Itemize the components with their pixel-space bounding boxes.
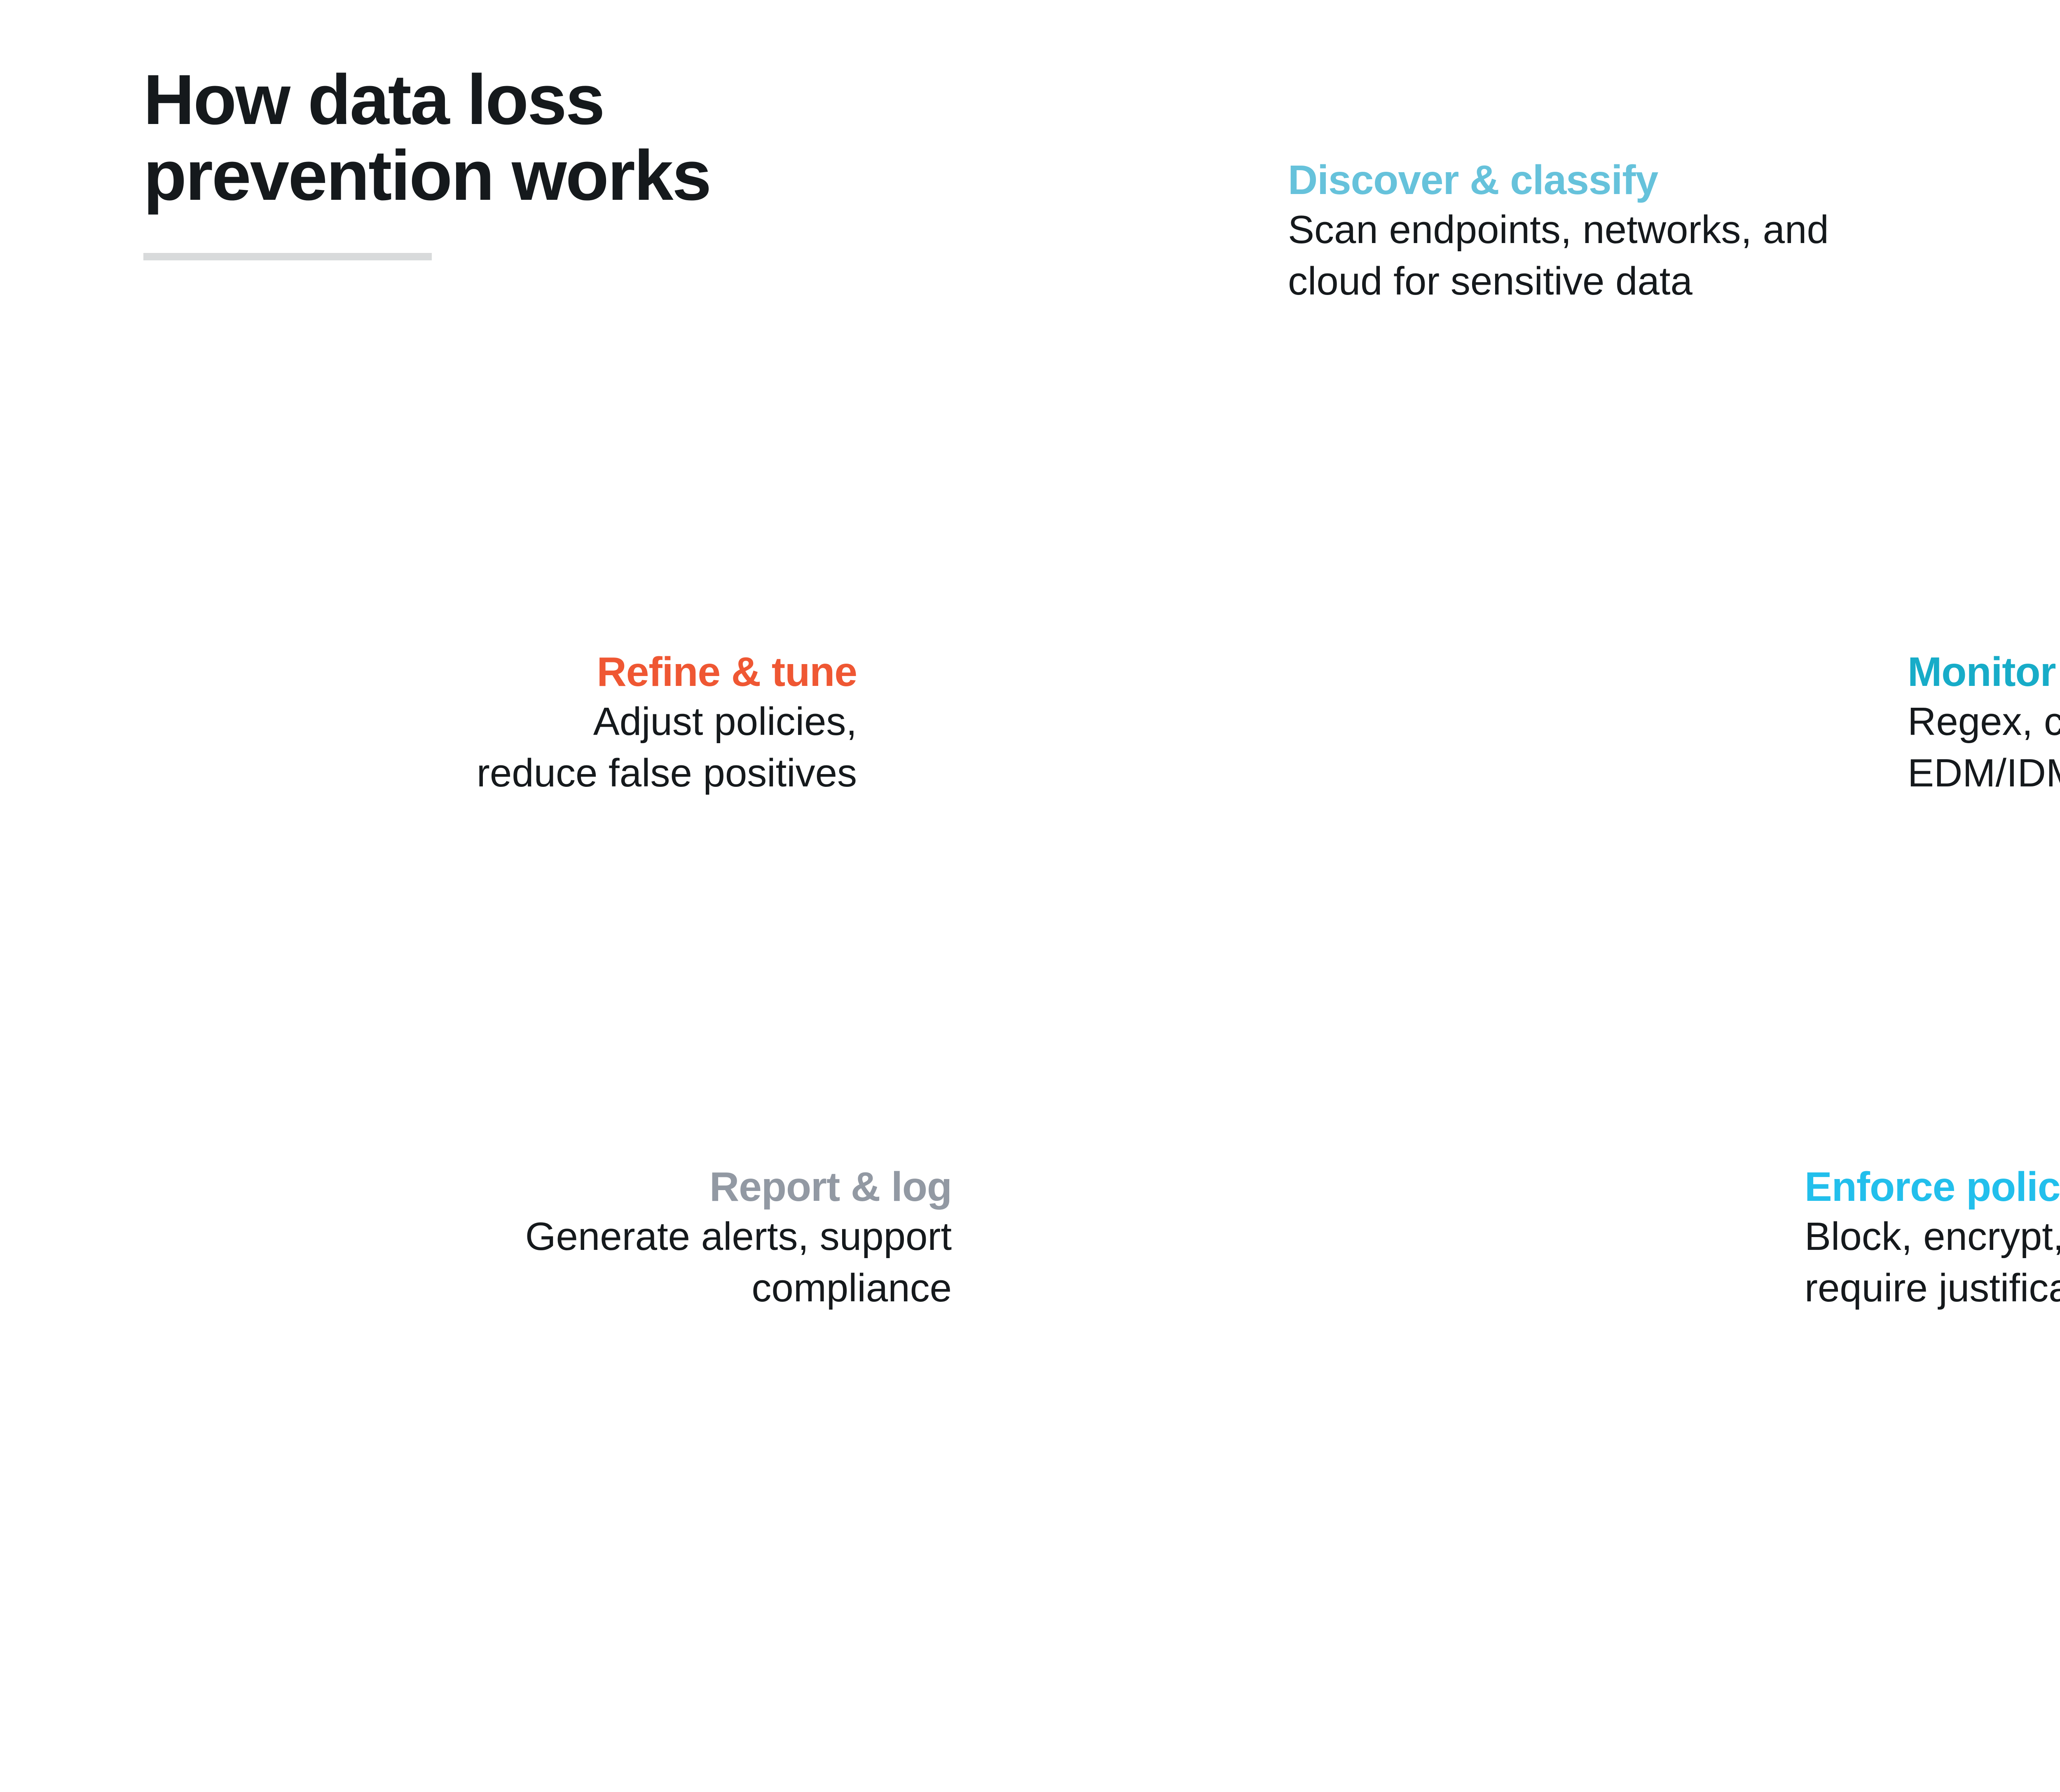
title-divider-rule <box>143 253 432 261</box>
callout-enforce-policy: Enforce policy Block, encrypt, quarantin… <box>1805 1163 2060 1314</box>
infographic-canvas: How data loss prevention works Discover … <box>143 60 2060 1361</box>
gear-segment-enforce[interactable] <box>1735 1011 1837 1048</box>
callout-body-enforce: Block, encrypt, quarantine, require just… <box>1805 1211 2060 1314</box>
callout-body-line: Block, encrypt, quarantine, <box>1805 1214 2060 1259</box>
callout-body-discover: Scan endpoints, networks, and cloud for … <box>1288 204 2060 307</box>
callout-heading-monitor: Monitor & inspect <box>1908 649 2060 695</box>
callout-body-monitor: Regex, checksums, EDM/IDM, OCR, ML <box>1908 696 2060 799</box>
page-title-line-2: prevention works <box>143 136 712 215</box>
callout-monitor-inspect: Monitor & inspect Regex, checksums, EDM/… <box>1908 648 2060 799</box>
title-block: How data loss prevention works <box>143 60 967 261</box>
gear-segment-refine[interactable] <box>934 986 1039 1017</box>
callout-heading-discover: Discover & classify <box>1288 157 1658 203</box>
callout-heading-refine: Refine & tune <box>597 649 857 695</box>
callout-body-line: EDM/IDM, OCR, ML <box>1908 751 2060 795</box>
callout-body-line: Regex, checksums, <box>1908 699 2060 744</box>
callout-refine-tune: Refine & tune Adjust policies, reduce fa… <box>231 648 857 799</box>
callout-body-line: Adjust policies, <box>593 699 857 744</box>
gear-segment-inner-monitor <box>1616 553 1651 597</box>
callout-body-line: Scan endpoints, networks, and <box>1288 208 1829 252</box>
callout-body-line: cloud for sensitive data <box>1288 259 1692 303</box>
callout-discover-classify: Discover & classify Scan endpoints, netw… <box>1288 156 2060 307</box>
callout-body-line: require justification <box>1805 1266 2060 1310</box>
gear-segment-inner-enforce <box>1735 1011 1788 1030</box>
gear-segment-report[interactable] <box>1374 1252 1378 1361</box>
gear-segment-inner-discover <box>1154 536 1186 583</box>
callout-body-line: compliance <box>751 1266 952 1310</box>
callout-body-report: Generate alerts, support compliance <box>177 1211 952 1314</box>
callout-report-log: Report & log Generate alerts, support co… <box>177 1163 952 1314</box>
callout-heading-report: Report & log <box>709 1164 952 1210</box>
gear-segment-inner-refine <box>984 986 1039 1002</box>
callout-body-refine: Adjust policies, reduce false positives <box>231 696 857 799</box>
gear-segment-monitor[interactable] <box>1616 511 1683 597</box>
callout-body-line: reduce false positives <box>476 751 857 795</box>
callout-heading-enforce: Enforce policy <box>1805 1164 2060 1210</box>
gear-segment-discover[interactable] <box>1125 492 1186 583</box>
callout-body-line: Generate alerts, support <box>525 1214 952 1259</box>
gear-segment-inner-report <box>1376 1252 1378 1308</box>
page-title-line-1: How data loss <box>143 60 605 139</box>
